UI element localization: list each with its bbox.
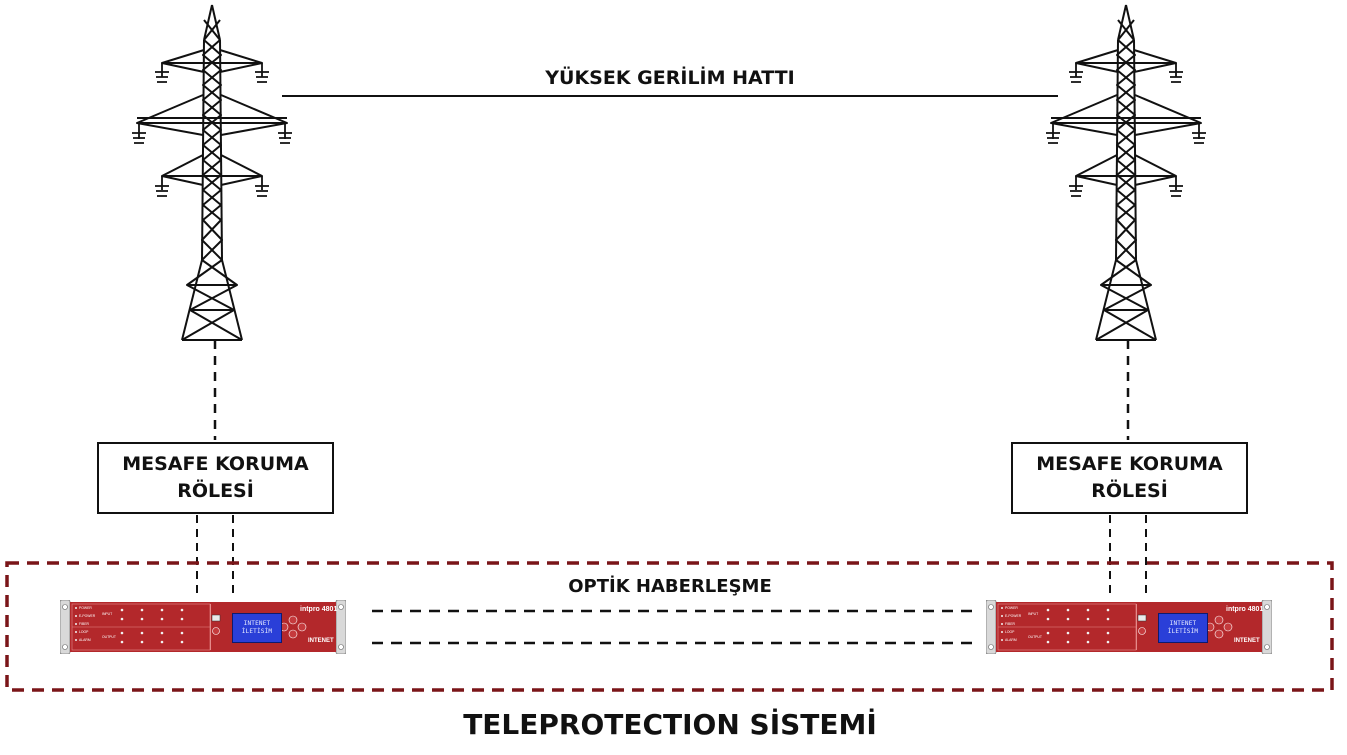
led-label-alarm: ALARM [79, 638, 91, 642]
device-model-label: intpro 4801 [300, 606, 338, 613]
device-panel [59, 599, 347, 655]
led-label-power: POWER [1005, 606, 1018, 610]
led-label-alarm: ALARM [1005, 638, 1017, 642]
output-label: OUTPUT [1028, 635, 1042, 639]
led-label-fiber: FIBER [79, 622, 89, 626]
led-label-e-power: E-POWER [79, 614, 96, 618]
output-label: OUTPUT [102, 635, 116, 639]
led-label-loop: LOOP [1005, 630, 1015, 634]
relay-label-line2: RÖLESİ [1091, 480, 1168, 502]
lcd-line2: İLETİSİM [241, 628, 273, 635]
system-title: TELEPROTECTION SİSTEMİ [463, 708, 877, 741]
transmission-tower-right [1045, 4, 1207, 341]
lcd-line2: İLETİSİM [1167, 628, 1199, 635]
optical-communication-box [5, 561, 1334, 692]
device-lcd-display: INTENET İLETİSİM [1158, 613, 1208, 643]
distance-protection-relay-right: MESAFE KORUMA RÖLESİ [1011, 442, 1248, 514]
input-label: INPUT [102, 612, 113, 616]
device-panel [985, 599, 1273, 655]
lcd-line1: INTENET [1169, 620, 1197, 627]
led-label-power: POWER [79, 606, 92, 610]
led-label-fiber: FIBER [1005, 622, 1015, 626]
teleprotection-device-left: POWER E-POWER FIBER LOOP ALARM INPUT OUT… [59, 599, 347, 655]
transmission-tower-left [131, 4, 293, 341]
teleprotection-device-right: POWER E-POWER FIBER LOOP ALARM INPUT OUT… [985, 599, 1273, 655]
relay-label-line1: MESAFE KORUMA [122, 453, 309, 475]
led-label-e-power: E-POWER [1005, 614, 1022, 618]
relay-label-line1: MESAFE KORUMA [1036, 453, 1223, 475]
device-brand-logo: INTENET [308, 638, 334, 644]
distance-protection-relay-left: MESAFE KORUMA RÖLESİ [97, 442, 334, 514]
relay-label-line2: RÖLESİ [177, 480, 254, 502]
input-label: INPUT [1028, 612, 1039, 616]
optical-communication-label: OPTİK HABERLEŞME [568, 576, 772, 597]
high-voltage-line-label: YÜKSEK GERİLİM HATTI [545, 67, 795, 89]
device-model-label: intpro 4801 [1226, 606, 1264, 613]
lcd-line1: INTENET [243, 620, 271, 627]
device-brand-logo: INTENET [1234, 638, 1260, 644]
device-lcd-display: INTENET İLETİSİM [232, 613, 282, 643]
led-label-loop: LOOP [79, 630, 89, 634]
